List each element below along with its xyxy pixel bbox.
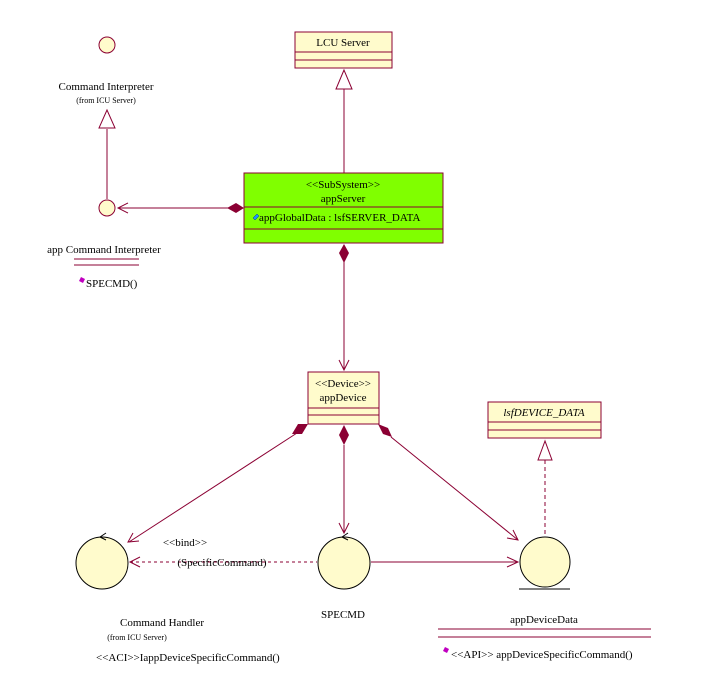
app-device-data-entity-icon[interactable] (519, 536, 571, 590)
composition-diamond (292, 424, 308, 434)
composition-diamond (339, 244, 349, 263)
bind-stereotype: <<bind>> (163, 537, 207, 549)
generalization-arrowhead (98, 108, 116, 129)
app-command-interpreter-operation: SPECMD() (86, 278, 138, 290)
lcu-server-class[interactable] (294, 31, 393, 69)
bind-parameter: (SpecificCommand) (177, 557, 267, 569)
arrowhead (506, 529, 519, 541)
app-server-stereotype: <<SubSystem>> (306, 179, 380, 191)
command-interpreter-label: Command Interpreter (59, 81, 154, 93)
app-device-data-operation: <<API>> appDeviceSpecificCommand() (451, 649, 633, 661)
specmd-control-icon[interactable] (317, 532, 371, 590)
app-server-class[interactable] (243, 172, 444, 244)
operation-icon (79, 277, 85, 283)
realization-arrowhead (537, 439, 553, 461)
lcu-server-name: LCU Server (316, 37, 370, 49)
arrowhead (506, 556, 520, 568)
app-command-interpreter-interface-icon[interactable] (98, 199, 116, 217)
arrowhead (127, 532, 140, 543)
composition-diamond (378, 424, 392, 437)
arrowhead (338, 359, 350, 372)
arrowhead (338, 522, 350, 535)
composition-diamond (227, 203, 244, 213)
arrowhead (116, 202, 129, 214)
app-command-interpreter-label: app Command Interpreter (47, 244, 161, 256)
attribute-icon (252, 213, 260, 221)
composition-diamond (339, 425, 349, 445)
command-handler-operation: <<ACI>>IappDeviceSpecificCommand() (96, 652, 280, 664)
command-interpreter-from: (from ICU Server) (76, 96, 136, 105)
app-device-class[interactable] (307, 371, 380, 425)
app-device-stereotype: <<Device>> (315, 378, 371, 390)
operation-icon (443, 647, 449, 653)
lsf-device-data-name: lsfDEVICE_DATA (503, 407, 585, 419)
command-handler-label: Command Handler (120, 617, 204, 629)
specmd-label: SPECMD (321, 609, 365, 621)
app-server-attribute: appGlobalData : lsfSERVER_DATA (259, 212, 420, 224)
app-server-name: appServer (321, 193, 366, 205)
app-device-data-label: appDeviceData (510, 614, 578, 626)
command-handler-from: (from ICU Server) (107, 633, 167, 642)
composition-line-devicedata (390, 436, 519, 541)
command-interpreter-interface-icon[interactable] (98, 36, 116, 54)
lsf-device-data-class[interactable] (487, 401, 602, 439)
generalization-arrowhead (335, 68, 353, 90)
app-device-name: appDevice (319, 392, 366, 404)
arrowhead (128, 556, 141, 568)
composition-line-handler (128, 432, 298, 543)
command-handler-control-icon[interactable] (75, 532, 129, 590)
